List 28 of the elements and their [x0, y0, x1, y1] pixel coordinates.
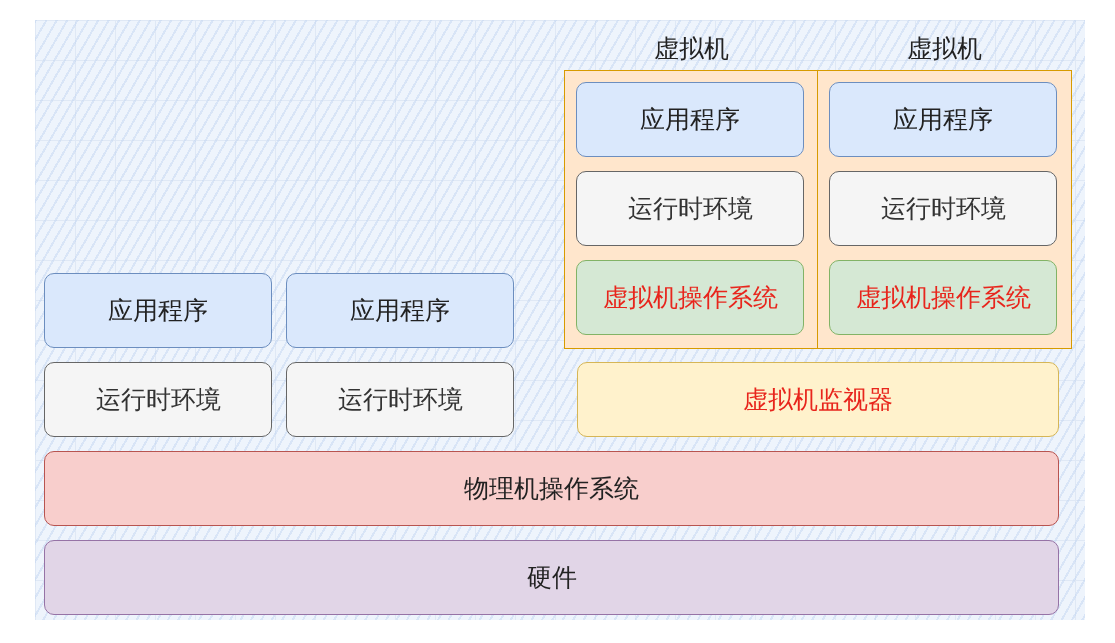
vm-heading: 虚拟机: [654, 32, 729, 65]
layer-label: 物理机操作系统: [464, 473, 639, 505]
layer-box: [576, 171, 804, 246]
layer-box: [44, 540, 1059, 615]
vm-heading: 虚拟机: [907, 32, 982, 65]
layer-label: 虚拟机操作系统: [602, 282, 778, 314]
layer-label: 运行时环境: [627, 193, 753, 225]
layer-box: [829, 82, 1057, 157]
layer-box: [286, 273, 514, 348]
layer-label: 应用程序: [108, 295, 208, 327]
layer-box: [44, 362, 272, 437]
layer-label: 运行时环境: [337, 384, 463, 416]
layer-box: [576, 260, 804, 335]
layer-box: [576, 82, 804, 157]
layer-label: 虚拟机操作系统: [855, 282, 1031, 314]
layer-box: [44, 273, 272, 348]
layer-box: [829, 171, 1057, 246]
layer-box: [577, 362, 1059, 437]
layer-label: 虚拟机监视器: [743, 384, 893, 416]
layer-label: 运行时环境: [880, 193, 1006, 225]
layer-box: [829, 260, 1057, 335]
layer-box: [286, 362, 514, 437]
layer-label: 应用程序: [640, 104, 740, 136]
layer-label: 运行时环境: [95, 384, 221, 416]
layer-box: [44, 451, 1059, 526]
layer-label: 应用程序: [350, 295, 450, 327]
layer-label: 应用程序: [893, 104, 993, 136]
layer-label: 硬件: [526, 562, 577, 594]
